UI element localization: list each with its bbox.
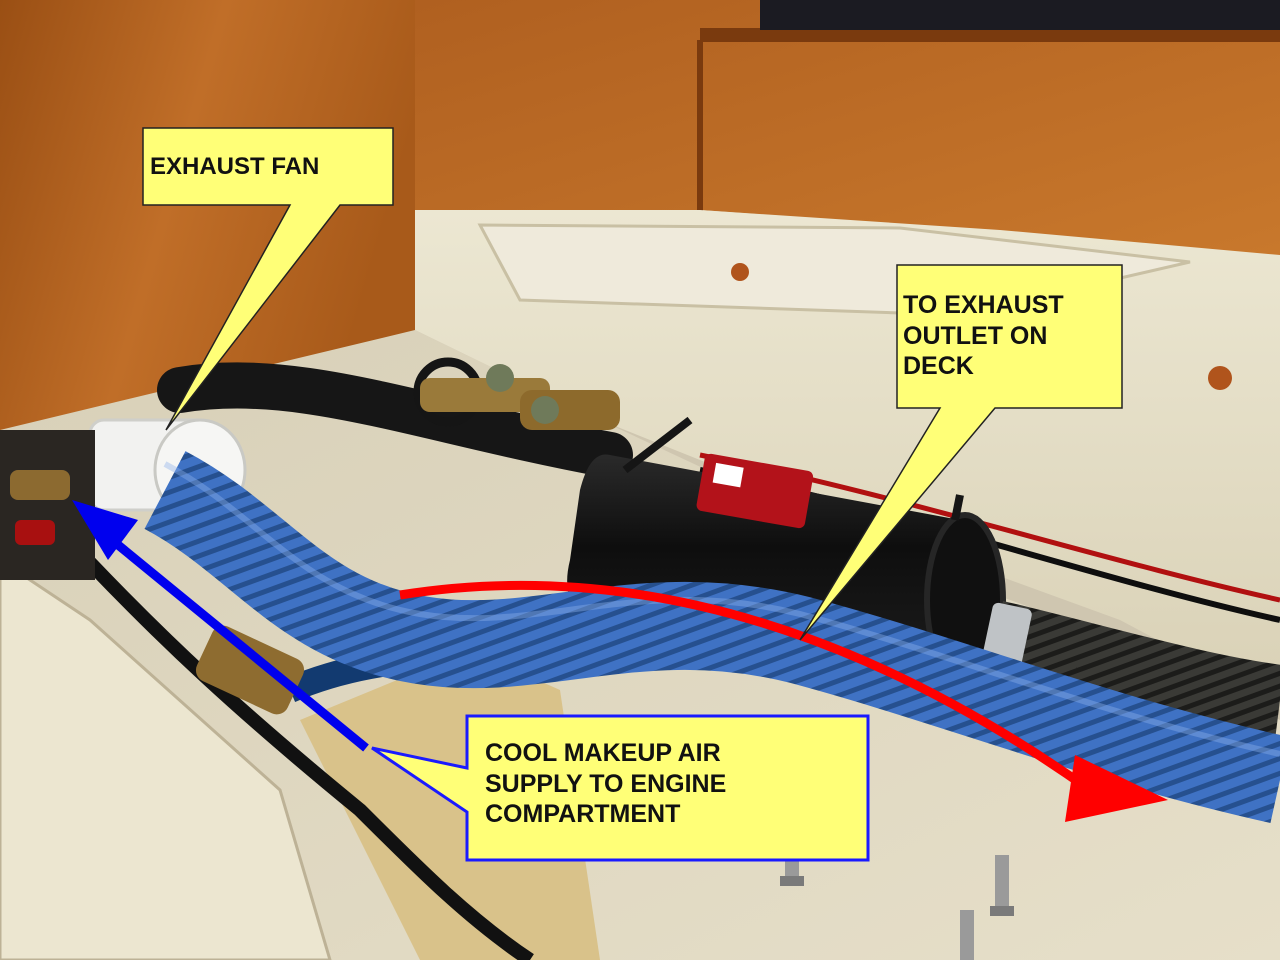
makeup-air-callout-line-2: SUPPLY TO ENGINE	[485, 769, 727, 798]
exhaust-outlet-hose	[986, 600, 1280, 735]
makeup-air-callout: COOL MAKEUP AIR SUPPLY TO ENGINE COMPART…	[485, 738, 726, 830]
wood-trim	[700, 28, 1280, 42]
blue-airflow-arrow	[109, 536, 369, 752]
deck-fitting-2	[1208, 366, 1232, 390]
exhaust-fan-callout: EXHAUST FAN	[150, 152, 319, 181]
red-airflow-arrow	[399, 580, 1093, 794]
exhaust-fan-callout-shape	[142, 127, 394, 431]
window-dark	[760, 0, 1280, 30]
wire-loom-left	[44, 515, 534, 960]
deck-fitting-1	[731, 263, 749, 281]
red-arrowhead	[1065, 755, 1168, 822]
seat-edge-left	[0, 558, 332, 960]
blue-flex-hose	[143, 451, 1280, 823]
makeup-air-callout-line-3: COMPARTMENT	[485, 800, 681, 828]
exhaust-outlet-callout: TO EXHAUST OUTLET ON DECK	[903, 290, 1064, 382]
exhaust-outlet-callout-shape	[799, 264, 1123, 641]
makeup-air-callout-line-1: COOL MAKEUP AIR	[485, 739, 721, 767]
blue-arrowhead	[72, 500, 138, 560]
bronze-valve-1	[420, 378, 550, 412]
black-hose	[157, 362, 633, 478]
exhaust-outlet-callout-line-2: OUTLET ON	[903, 321, 1048, 350]
stud-3	[960, 910, 974, 960]
wood-panel-right	[415, 0, 1280, 255]
bronze-fitting-lower	[195, 625, 305, 715]
exhaust-fan-callout-line-1: EXHAUST FAN	[150, 153, 320, 180]
exhaust-outlet-callout-line-3: DECK	[903, 352, 974, 380]
makeup-air-callout-shape	[371, 714, 870, 862]
exhaust-outlet-callout-line-1: TO EXHAUST	[903, 291, 1064, 319]
stud-2	[995, 855, 1009, 910]
